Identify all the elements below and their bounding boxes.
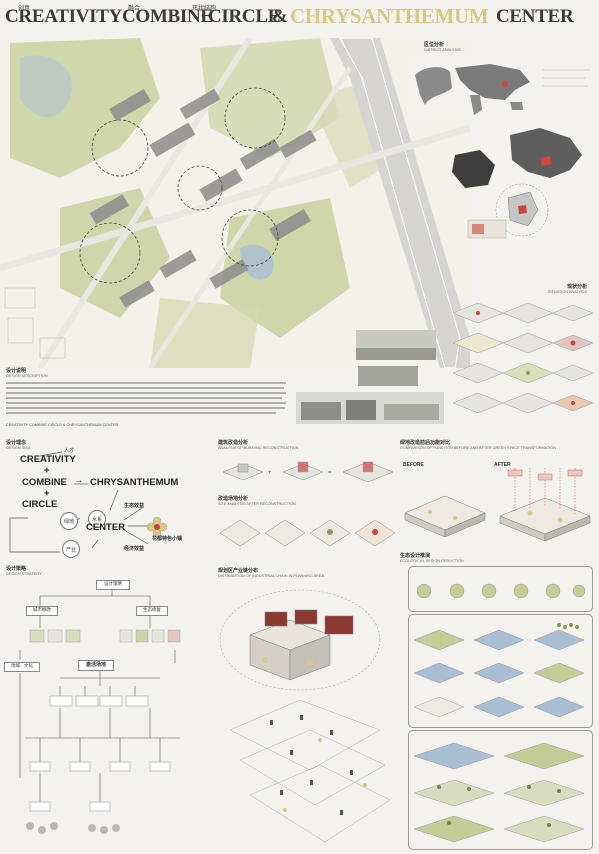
ecology-panel-2 bbox=[408, 614, 593, 728]
strategy-eco: 生态修复 bbox=[136, 606, 168, 616]
title-word-center: CENTER bbox=[496, 6, 574, 27]
building-analysis-cn: 建筑改造分析 bbox=[218, 440, 249, 446]
idea-industry-label: 产业 bbox=[65, 546, 76, 553]
idea-talent: 人才 bbox=[64, 448, 75, 454]
ecology-panel-2-art bbox=[413, 623, 585, 718]
idea-econ-benefit: 经济效益 bbox=[124, 546, 145, 552]
idea-plus-1: + bbox=[44, 465, 50, 476]
title-cn-circle: 环状结构 bbox=[192, 6, 217, 12]
title-cn-creativity: 创意 bbox=[18, 6, 31, 12]
idea-green-node: 绿地 bbox=[60, 512, 78, 530]
situation-diagrams bbox=[452, 302, 594, 414]
idea-arrow: → bbox=[74, 475, 84, 486]
idea-town: 花都特色小镇 bbox=[152, 536, 183, 542]
ecology-panel-3-art bbox=[413, 742, 585, 843]
strategy-city: 城市棚改 bbox=[26, 606, 58, 616]
idea-water-label: 水系 bbox=[91, 516, 102, 523]
design-description: 设计说明 DESIGN DESCRIPTION CREATIVITY COMBI… bbox=[6, 368, 288, 427]
industrial-chain-heading: 规划区产业链分布 DISTRIBUTION OF INDUSTRIAL CHAI… bbox=[218, 568, 324, 579]
ecology-panel-1-art bbox=[416, 583, 586, 599]
strategy-land-label: 地域 · 文化 bbox=[11, 663, 33, 668]
situation-analysis-en: SITUATION ANALYSIS bbox=[548, 290, 588, 294]
site-diagrams bbox=[219, 519, 396, 547]
design-description-cn: 设计说明 bbox=[6, 368, 27, 374]
design-strategy-cn: 设计策略 bbox=[6, 566, 27, 572]
title-word-combine: COMBINE bbox=[122, 6, 213, 27]
comparison-en: COMPARISON OF FUNCTION BEFORE AND AFTER … bbox=[400, 446, 557, 450]
strategy-eco-label: 生态修复 bbox=[143, 607, 161, 612]
site-analysis-cn: 改造场地分析 bbox=[218, 496, 249, 502]
strategy-activate: 激活场地 bbox=[78, 660, 114, 671]
strategy-root: 设计策略 bbox=[96, 580, 130, 590]
master-plan-map bbox=[0, 38, 470, 368]
district-analysis-en: DISTRICT ANALYSIS bbox=[424, 48, 461, 52]
svg-text:+: + bbox=[268, 470, 272, 476]
design-idea-heading: 设计理念 DESIGN IDEA bbox=[6, 440, 30, 451]
strategy-root-label: 设计策略 bbox=[104, 581, 122, 586]
district-analysis-cn: 区位分析 bbox=[424, 42, 445, 48]
description-body: CREATIVITY COMBINE CIRCLE & CHRYSANTHEMU… bbox=[6, 422, 119, 427]
page-header: 创意 融合 环状结构 CREATIVITY · COMBINE · CIRCLE… bbox=[0, 0, 599, 40]
industrial-chain-en: DISTRIBUTION OF INDUSTRIAL CHAIN IN PLAN… bbox=[218, 574, 324, 578]
ecology-heading: 生态设计推演 ECOLOGICAL DESIGN DEDUCTION bbox=[400, 553, 464, 564]
comparison-before: BEFORE bbox=[403, 462, 424, 468]
district-analysis-heading: 区位分析 DISTRICT ANALYSIS bbox=[424, 42, 461, 53]
title-word-chrysanthemum: CHRYSANTHEMUM bbox=[290, 4, 489, 28]
situation-analysis-heading: 现状分析 SITUATION ANALYSIS bbox=[548, 284, 587, 295]
design-idea-en: DESIGN IDEA bbox=[6, 446, 31, 450]
industrial-chain-diagram bbox=[219, 589, 391, 843]
ecology-en: ECOLOGICAL DESIGN DEDUCTION bbox=[400, 559, 464, 563]
strategy-city-label: 城市棚改 bbox=[33, 607, 51, 612]
design-idea-diagram: 人才 CREATIVITY + COMBINE → CHRYSANTHEMUM … bbox=[0, 448, 200, 566]
idea-chrysanthemum: CHRYSANTHEMUM bbox=[90, 477, 179, 488]
building-diagrams: += bbox=[222, 461, 394, 483]
idea-green-label: 绿地 bbox=[63, 518, 74, 525]
site-photos bbox=[296, 330, 444, 424]
title-dot-2: · bbox=[200, 6, 207, 27]
design-strategy-en: DESIGN STRATEGY bbox=[6, 572, 42, 576]
idea-water-node: 水系 bbox=[88, 510, 106, 528]
strategy-connectors bbox=[19, 588, 181, 834]
district-maps bbox=[410, 58, 590, 239]
situation-analysis-cn: 现状分析 bbox=[567, 284, 588, 290]
comparison-heading: 绿地改造前后功能对比 COMPARISON OF FUNCTION BEFORE… bbox=[400, 440, 556, 451]
site-analysis-en: SITE ANALYSIS AFTER RECONSTRUCTION bbox=[218, 502, 296, 506]
idea-creativity: CREATIVITY bbox=[20, 454, 76, 465]
industrial-chain-cn: 规划区产业链分布 bbox=[218, 568, 259, 574]
building-analysis-heading: 建筑改造分析 ANALYSIS OF BUILDING RECONSTRUCTI… bbox=[218, 440, 299, 451]
idea-industry-node: 产业 bbox=[62, 540, 80, 558]
building-analysis-en: ANALYSIS OF BUILDING RECONSTRUCTION bbox=[218, 446, 299, 450]
svg-text:=: = bbox=[328, 470, 332, 476]
design-strategy-tree: 设计策略 城市棚改 生态修复 地域 · 文化 激活场地 bbox=[0, 578, 210, 848]
idea-combine: COMBINE bbox=[22, 477, 67, 488]
idea-circle: CIRCLE bbox=[22, 499, 58, 510]
title-word-creativity: CREATIVITY bbox=[5, 6, 123, 27]
ecology-panel-3 bbox=[408, 730, 593, 850]
idea-flower-icon bbox=[146, 516, 168, 538]
idea-plus-2: + bbox=[44, 488, 50, 499]
title-cn-combine: 融合 bbox=[128, 6, 141, 12]
comparison-after: AFTER bbox=[494, 462, 511, 468]
description-text-lines bbox=[6, 381, 286, 414]
strategy-activate-label: 激活场地 bbox=[85, 662, 106, 668]
comparison-cn: 绿地改造前后功能对比 bbox=[400, 440, 451, 446]
design-idea-cn: 设计理念 bbox=[6, 440, 27, 446]
title-word-circle: CIRCLE bbox=[208, 6, 281, 27]
comparison-diagrams bbox=[404, 468, 591, 542]
ecology-panel-1 bbox=[408, 566, 593, 612]
design-description-en: DESIGN DESCRIPTION bbox=[6, 374, 48, 378]
idea-eco-benefit: 生态效益 bbox=[124, 503, 145, 509]
design-strategy-heading: 设计策略 DESIGN STRATEGY bbox=[6, 566, 42, 577]
title-dot-1: · bbox=[112, 6, 119, 27]
title-ampersand: & bbox=[272, 6, 288, 27]
strategy-land-culture: 地域 · 文化 bbox=[4, 662, 40, 672]
site-analysis-heading: 改造场地分析 SITE ANALYSIS AFTER RECONSTRUCTIO… bbox=[218, 496, 296, 507]
idea-center: CENTER bbox=[86, 522, 126, 533]
ecology-cn: 生态设计推演 bbox=[400, 553, 431, 559]
